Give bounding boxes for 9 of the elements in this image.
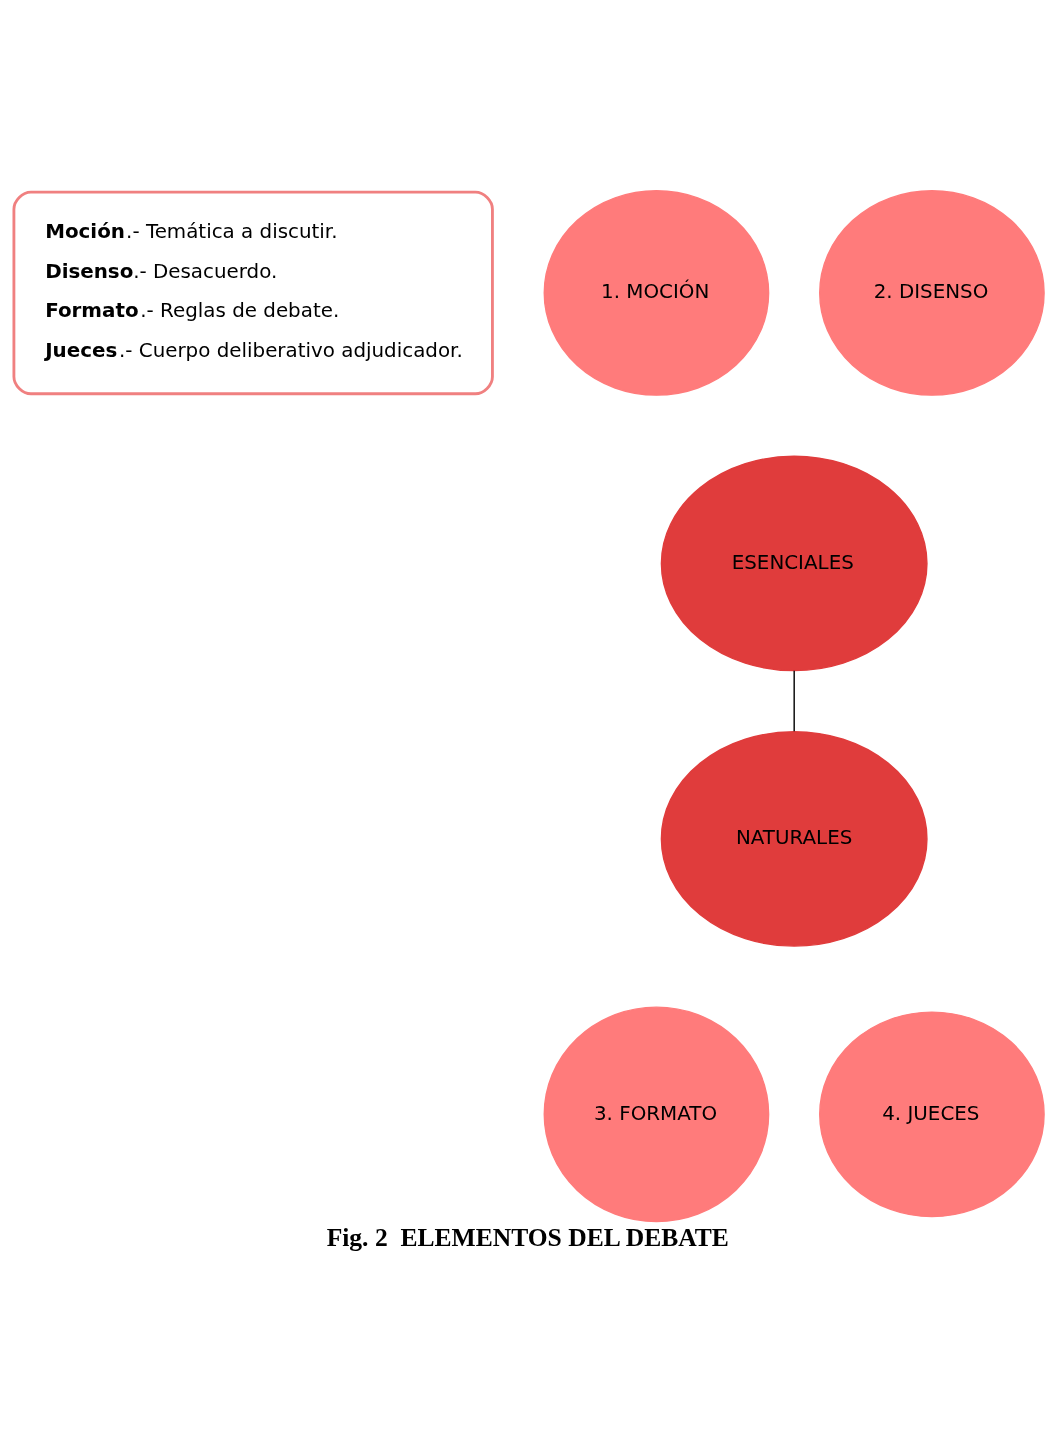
node-circle: 4. JUECES (819, 1010, 1045, 1217)
caption: Fig. 2 ELEMENTOS DEL DEBATE (326, 1222, 729, 1252)
connector (793, 669, 795, 732)
node-circle: 3. FORMATO (543, 1005, 770, 1222)
node-circle: 1. MOCIÓN (543, 189, 770, 396)
node-ellipse: ESENCIALES (660, 455, 928, 671)
node-ellipse: NATURALES (660, 730, 928, 947)
node-circle: 2. DISENSO (819, 189, 1045, 396)
node-box: Moción.- Temática a discutir. Disenso.- Desacuerdo. Formato.- Reglas de debate. Jueces.- Cuerpo deliberativo adjudicador. (12, 190, 494, 395)
